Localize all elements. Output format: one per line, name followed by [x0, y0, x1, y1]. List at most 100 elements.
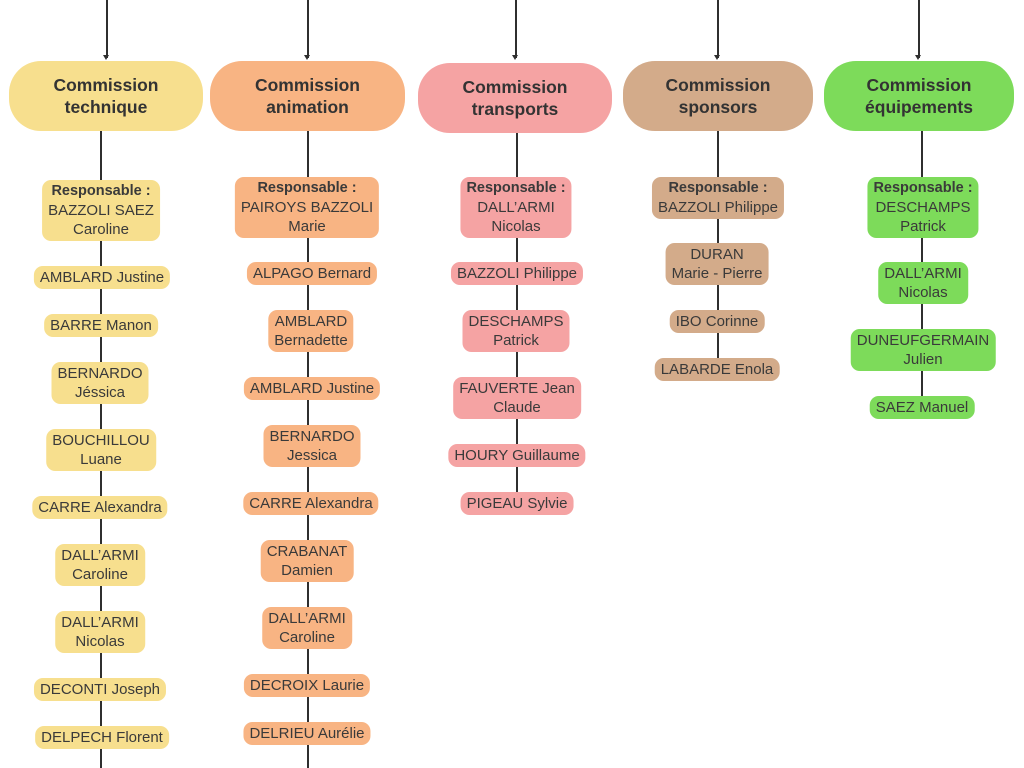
connector-line [307, 0, 309, 58]
member-name: DALL’ARMI [884, 265, 962, 282]
member-name: CRABANAT [266, 543, 348, 560]
member-name: SAEZ Manuel [875, 399, 969, 416]
arrow-down-icon [512, 55, 518, 60]
member-chip: CARRE Alexandra [243, 492, 379, 515]
member-name: DALL’ARMI [268, 610, 346, 627]
member-chip: AMBLARD Bernadette [268, 310, 354, 352]
header-line2: animation [266, 97, 349, 117]
member-chip: DECROIX Laurie [243, 674, 371, 697]
member-name: AMBLARD Justine [249, 380, 375, 397]
member-chip: SAEZ Manuel [869, 396, 975, 419]
arrow-down-icon [103, 55, 109, 60]
member-name: BARRE Manon [50, 317, 152, 334]
member-name: DELPECH Florent [41, 729, 163, 746]
member-chip: DURAN Marie - Pierre [665, 243, 769, 285]
member-chip: BAZZOLI Philippe [450, 262, 584, 285]
member-name: HOURY Guillaume [454, 447, 580, 464]
responsable-name: BAZZOLI Philippe [657, 199, 779, 216]
member-name: DECONTI Joseph [39, 681, 161, 698]
connector-line [717, 0, 719, 58]
member-name: IBO Corinne [675, 313, 759, 330]
member-chip: DELPECH Florent [35, 726, 169, 749]
responsable-chip: Responsable : BAZZOLI SAEZ Caroline [42, 180, 160, 241]
responsable-chip: Responsable : DESCHAMPS Patrick [867, 177, 979, 238]
header-line2: équipements [865, 97, 973, 117]
member-name: LABARDE Enola [660, 361, 774, 378]
responsable-name: Nicolas [491, 218, 541, 235]
member-name: DURAN [690, 246, 744, 263]
member-name: Nicolas [898, 284, 948, 301]
member-chip: ALPAGO Bernard [246, 262, 378, 285]
member-name: BOUCHILLOU [52, 432, 150, 449]
member-name: CARRE Alexandra [249, 495, 373, 512]
header-line1: Commission [665, 75, 771, 95]
member-chip: DALL’ARMI Nicolas [55, 611, 145, 653]
member-name: Caroline [279, 629, 335, 646]
arrow-down-icon [714, 55, 720, 60]
responsable-name: Marie [288, 218, 326, 235]
header-line1: Commission [53, 75, 159, 95]
responsable-name: DESCHAMPS [875, 199, 971, 216]
member-chip: BARRE Manon [44, 314, 158, 337]
member-name: Caroline [72, 566, 128, 583]
member-name: Patrick [493, 332, 539, 349]
responsable-label: Responsable : [668, 180, 768, 196]
member-chip: BERNARDO Jéssica [51, 362, 149, 404]
member-name: DECROIX Laurie [249, 677, 365, 694]
member-name: DALL’ARMI [61, 547, 139, 564]
member-chip: IBO Corinne [669, 310, 765, 333]
member-name: DALL’ARMI [61, 614, 139, 631]
connector-line [918, 0, 920, 58]
responsable-name: BAZZOLI SAEZ [48, 202, 154, 219]
member-chip: BOUCHILLOU Luane [46, 429, 156, 471]
member-name: Julien [903, 351, 943, 368]
member-name: Jéssica [74, 384, 126, 401]
member-chip: DALL’ARMI Nicolas [878, 262, 968, 304]
header-line1: Commission [866, 75, 972, 95]
header-line2: sponsors [678, 97, 758, 117]
header-line2: technique [64, 97, 148, 117]
member-name: Claude [493, 399, 541, 416]
member-name: AMBLARD [274, 313, 348, 330]
responsable-chip: Responsable : BAZZOLI Philippe [651, 177, 785, 219]
member-name: PIGEAU Sylvie [466, 495, 568, 512]
connector-line [106, 0, 108, 58]
member-name: Jessica [286, 447, 338, 464]
responsable-label: Responsable : [873, 180, 973, 196]
member-chip: HOURY Guillaume [448, 444, 586, 467]
responsable-chip: Responsable : DALL’ARMI Nicolas [460, 177, 572, 238]
responsable-name: Patrick [900, 218, 946, 235]
responsable-label: Responsable : [466, 180, 566, 196]
responsable-name: Caroline [73, 221, 129, 238]
member-name: Marie - Pierre [671, 265, 763, 282]
member-chip: PIGEAU Sylvie [460, 492, 574, 515]
member-name: AMBLARD Justine [39, 269, 165, 286]
connector-line [515, 0, 517, 58]
member-chip: CARRE Alexandra [32, 496, 168, 519]
member-name: Luane [80, 451, 122, 468]
header-line2: transports [471, 99, 559, 119]
member-chip: DECONTI Joseph [33, 678, 167, 701]
responsable-label: Responsable : [51, 183, 151, 199]
header-line1: Commission [462, 77, 568, 97]
member-name: BERNARDO [57, 365, 143, 382]
member-name: Nicolas [75, 633, 125, 650]
responsable-name: PAIROYS BAZZOLI [240, 199, 374, 216]
member-name: Bernadette [274, 332, 348, 349]
header-line1: Commission [254, 75, 361, 95]
member-name: ALPAGO Bernard [252, 265, 372, 282]
arrow-down-icon [915, 55, 921, 60]
